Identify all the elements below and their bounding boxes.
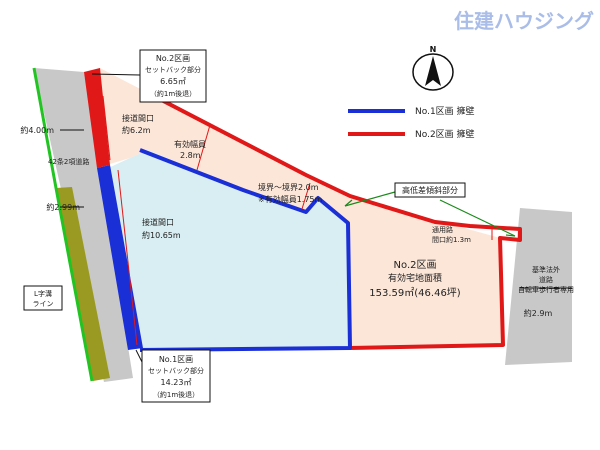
slope-note: 高低差傾斜部分 [394,182,466,198]
setback2-note: No.2区画 セットバック部分 6.65㎡ （約1m後退） [139,49,207,103]
lot1-area [104,150,350,350]
setback2-line2: セットバック部分 [145,65,201,74]
slope-note-box [394,182,466,198]
setback1-note-box [141,349,211,403]
lot1-retaining-wall [139,148,352,352]
setback1-line3: 14.23㎡ [161,378,192,387]
l-ditch [56,187,110,381]
lot2-area-label: 有効宅地面積 [388,272,442,284]
compass-ring [412,53,454,91]
slope-arrow-left-head [344,199,353,207]
setback1-line4: （約1m後退） [153,390,199,399]
legend: No.1区画 擁壁 No.2区画 擁壁 [348,105,475,140]
north-arrow-icon [425,56,441,86]
leader-lines [60,73,572,363]
setback2-line3: 6.65㎡ [160,77,186,86]
right-road-line1: 基準法外 [532,265,560,274]
boundary-dim [301,182,311,210]
passage-label-2: 間口約1.3m [432,235,471,244]
frontage1-dim [117,169,138,346]
boundary-label-1: 境界～境界2.0m [258,182,319,192]
dimension-arrows [102,95,493,346]
frontage1-label-2: 約10.65m [142,230,181,240]
right-road [505,208,572,365]
effective-width-label-2: 2.8m [180,151,201,160]
setback1-line1: No.1区画 [159,355,193,364]
right-road-width-label: 約2.9m [524,308,553,318]
ditch-note: L字溝 ライン [23,285,63,311]
setback1-leader [135,349,143,363]
slope-label: 高低差傾斜部分 [402,185,458,195]
ditch-note-box [23,285,63,311]
lot2-title: No.2区画 [394,259,437,271]
lot2-area [84,68,503,348]
road-width-top-label: 約4.00m [20,125,54,135]
compass: N [412,45,454,91]
setback2-leader [91,73,141,76]
effective-width-label-1: 有効幅員 [174,139,206,149]
slope-arrow-right-head [505,234,516,237]
road-type-label: 42条2項道路 [48,157,89,166]
setback2-line4: （約1m後退） [150,89,196,98]
brand-logo: 住建ハウジング [454,9,594,33]
setback2-note-box [139,49,207,103]
legend-label-lot2: No.2区画 擁壁 [415,128,475,140]
slope-arrow-left [344,191,396,207]
frontage2-label-1: 接道間口 [122,113,154,123]
frontage1-label-1: 接道間口 [142,217,174,227]
boundary-label-2: ※有効幅員1.75m [258,194,323,204]
compass-letter: N [430,45,437,54]
lot2-area-value: 153.59㎡(46.46坪) [369,286,461,299]
road-width-mid-label: 約2.99m [46,202,80,212]
slope-arrow-right [439,199,516,237]
legend-label-lot1: No.1区画 擁壁 [415,105,475,117]
ditch-line1: L字溝 [34,289,52,298]
frontage2-label-2: 約6.2m [122,125,151,135]
left-road [34,68,133,382]
ditch-line2: ライン [33,300,54,308]
right-road-line3: 自転車歩行者専用 [518,285,574,294]
passage-label-1: 通用路 [432,225,453,234]
setback1-line2: セットバック部分 [148,366,204,375]
setback1-strip [97,165,143,350]
slope-arrows [344,191,516,237]
frontage2-dim [102,95,111,161]
setback2-strip [84,68,110,168]
right-road-line2: 道路 [539,275,553,284]
green-road-edge-line [32,67,94,382]
setback2-line1: No.2区画 [156,54,190,63]
effective-width-dim [196,124,211,171]
lot2-retaining-wall [147,91,522,350]
setback1-note: No.1区画 セットバック部分 14.23㎡ （約1m後退） [141,349,211,403]
